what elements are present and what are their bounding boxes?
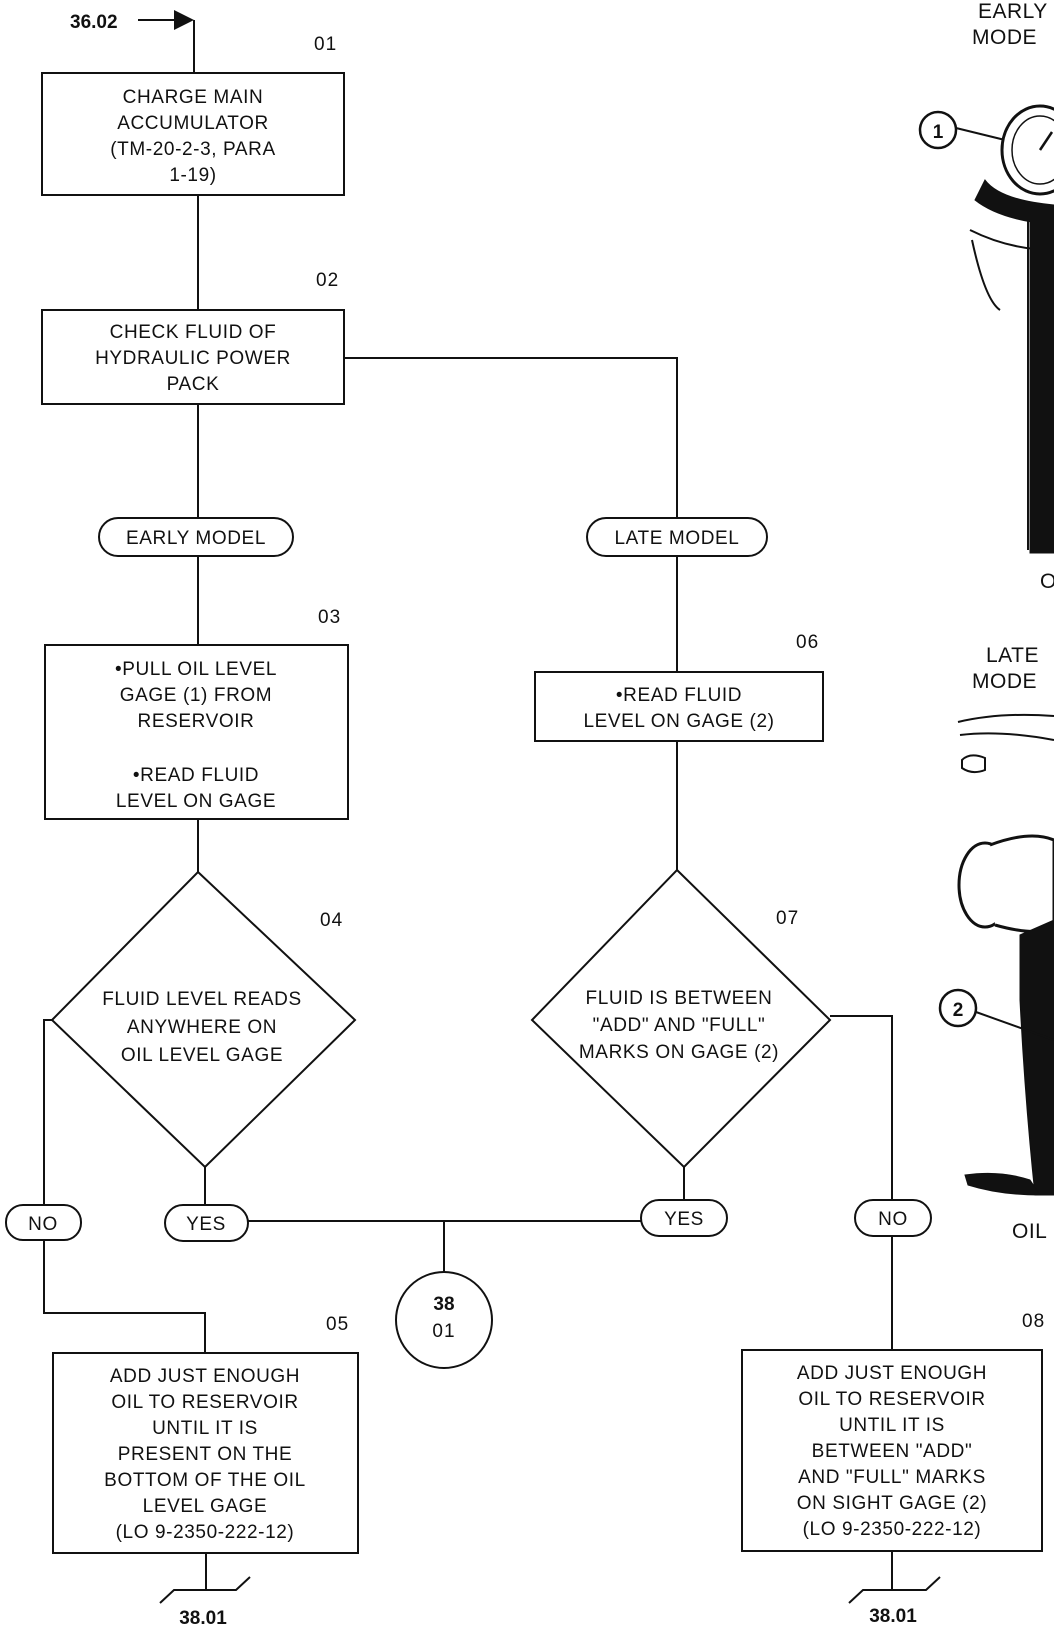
step-08-text-5: AND "FULL" MARKS <box>798 1467 986 1488</box>
step-04-text-3: OIL LEVEL GAGE <box>121 1045 283 1066</box>
illustration-late-model: LATE MODE 2 OIL <box>938 644 1054 1243</box>
no-label-right: NO <box>878 1209 908 1230</box>
line-07-no <box>830 1015 893 1200</box>
step-05-number: 05 <box>326 1314 349 1335</box>
exit-ref-left: 38.01 <box>179 1608 227 1629</box>
line-04-no <box>43 1019 56 1205</box>
step-07-text-3: MARKS ON GAGE (2) <box>579 1042 779 1063</box>
step-03-text-3: RESERVOIR <box>138 711 255 732</box>
step-04-text-2: ANYWHERE ON <box>127 1017 277 1038</box>
step-05-text-7: (LO 9-2350-222-12) <box>116 1522 295 1543</box>
step-07-decision: 07 FLUID IS BETWEEN "ADD" AND "FULL" MAR… <box>530 868 832 1169</box>
yes-label-right: YES <box>664 1209 704 1230</box>
early-model-heading-2: MODE <box>972 26 1037 49</box>
connector-line-2: 01 <box>432 1321 455 1342</box>
step-08-box: 08 ADD JUST ENOUGH OIL TO RESERVOIR UNTI… <box>741 1311 1045 1552</box>
gauge-needle-icon <box>1038 131 1054 151</box>
callout-1-circle <box>918 110 958 150</box>
step-06-text-2: LEVEL ON GAGE (2) <box>583 711 774 732</box>
step-06-text-1: •READ FLUID <box>616 685 742 706</box>
filler-neck-icon <box>989 834 1054 934</box>
step-05-text-6: LEVEL GAGE <box>143 1496 268 1517</box>
no-branch-right: NO <box>854 1199 932 1237</box>
step-04-number: 04 <box>320 910 343 931</box>
step-02-number: 02 <box>316 270 339 291</box>
step-01-number: 01 <box>314 34 337 55</box>
step-07-number: 07 <box>776 908 799 929</box>
callout-1-label: 1 <box>933 122 944 143</box>
step-05-text-2: OIL TO RESERVOIR <box>111 1392 298 1413</box>
step-01-text-2: ACCUMULATOR <box>117 113 269 134</box>
yes-label-left: YES <box>186 1214 226 1235</box>
late-hose-1-icon <box>957 713 1054 723</box>
step-08-text-1: ADD JUST ENOUGH <box>797 1363 987 1384</box>
step-08-text-3: UNTIL IT IS <box>839 1415 945 1436</box>
line-02-late <box>345 357 678 518</box>
late-model-heading-2: MODE <box>972 670 1037 693</box>
exit-ref-right: 38.01 <box>869 1606 917 1627</box>
exit-mark-left <box>159 1576 251 1604</box>
gauge-face-icon <box>1011 115 1054 185</box>
step-03-text-6: LEVEL ON GAGE <box>116 791 276 812</box>
step-02-text-3: PACK <box>167 374 220 395</box>
early-caption: O <box>1040 570 1054 593</box>
step-04-text-1: FLUID LEVEL READS <box>102 989 302 1010</box>
early-model-heading-1: EARLY <box>978 0 1048 23</box>
no-label-left: NO <box>28 1214 58 1235</box>
page-connector: 38 01 <box>395 1271 493 1369</box>
early-model-branch: EARLY MODEL <box>98 517 294 557</box>
late-model-label: LATE MODEL <box>615 528 740 549</box>
step-03-text-1: •PULL OIL LEVEL <box>115 659 277 680</box>
step-05-text-1: ADD JUST ENOUGH <box>110 1366 300 1387</box>
step-02-text-1: CHECK FLUID OF <box>110 322 277 343</box>
step-02-text-2: HYDRAULIC POWER <box>95 348 291 369</box>
late-hose-2-icon <box>959 732 1054 741</box>
late-model-branch: LATE MODEL <box>586 517 768 557</box>
yes-branch-left: YES <box>164 1204 249 1242</box>
early-model-label: EARLY MODEL <box>126 528 266 549</box>
step-08-text-7: (LO 9-2350-222-12) <box>803 1519 982 1540</box>
step-08-text-4: BETWEEN "ADD" <box>812 1441 973 1462</box>
hose-line-2-icon <box>971 239 1001 311</box>
step-08-text-6: ON SIGHT GAGE (2) <box>797 1493 987 1514</box>
entry-ref: 36.02 <box>70 12 118 33</box>
step-01-box: 01 CHARGE MAIN ACCUMULATOR (TM-20-2-3, P… <box>41 34 345 196</box>
late-caption: OIL <box>1012 1220 1047 1243</box>
callout-2-leader <box>975 1011 1054 1041</box>
step-03-text-2: GAGE (1) FROM <box>120 685 272 706</box>
step-07-text-2: "ADD" AND "FULL" <box>593 1015 766 1036</box>
step-01-text-1: CHARGE MAIN <box>123 87 264 108</box>
late-model-heading-1: LATE <box>986 644 1039 667</box>
step-04-decision: 04 FLUID LEVEL READS ANYWHERE ON OIL LEV… <box>50 870 357 1169</box>
step-01-text-3: (TM-20-2-3, PARA <box>110 139 276 160</box>
step-03-text-5: •READ FLUID <box>133 765 259 786</box>
step-03-number: 03 <box>318 607 341 628</box>
step-06-number: 06 <box>796 632 819 653</box>
drain-plug-icon <box>964 1172 1041 1196</box>
no-branch-left: NO <box>5 1204 82 1241</box>
yes-branch-right: YES <box>640 1199 728 1237</box>
callout-2-circle <box>938 988 978 1028</box>
gauge-icon <box>1000 104 1054 196</box>
reservoir-body-icon <box>1029 204 1054 554</box>
step-01-text-4: 1-19) <box>169 165 216 186</box>
exit-mark-right <box>848 1576 941 1604</box>
fitting-icon <box>961 754 986 774</box>
step-08-number: 08 <box>1022 1311 1045 1332</box>
connector-line-1: 38 <box>433 1294 454 1315</box>
step-08-text-2: OIL TO RESERVOIR <box>798 1389 985 1410</box>
line-no-05 <box>43 1240 206 1353</box>
step-05-text-3: UNTIL IT IS <box>152 1418 258 1439</box>
illustration-early-model: EARLY MODE 1 O <box>918 0 1054 593</box>
callout-2-label: 2 <box>953 1000 964 1021</box>
step-02-box: 02 CHECK FLUID OF HYDRAULIC POWER PACK <box>41 270 345 405</box>
step-06-box: 06 •READ FLUID LEVEL ON GAGE (2) <box>534 632 824 742</box>
step-05-box: 05 ADD JUST ENOUGH OIL TO RESERVOIR UNTI… <box>52 1314 359 1554</box>
step-07-text-1: FLUID IS BETWEEN <box>586 988 773 1009</box>
step-05-text-5: BOTTOM OF THE OIL <box>104 1470 306 1491</box>
step-03-box: 03 •PULL OIL LEVEL GAGE (1) FROM RESERVO… <box>44 607 349 820</box>
step-05-text-4: PRESENT ON THE <box>118 1444 293 1465</box>
late-reservoir-body-icon <box>1019 919 1054 1196</box>
